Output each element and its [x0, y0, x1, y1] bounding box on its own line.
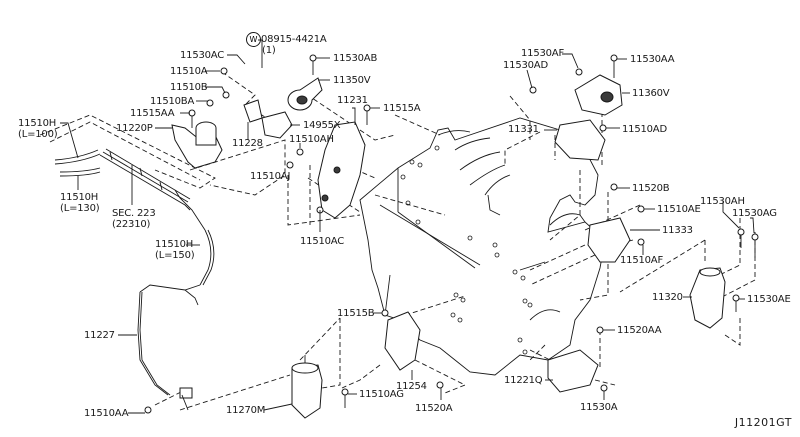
- label-11510A: 11510A: [170, 66, 208, 77]
- label-11520AA: 11520AA: [617, 325, 662, 336]
- label-11530AD: 11530AD: [503, 60, 548, 71]
- label-11520A: 11520A: [415, 403, 453, 414]
- part-11221Q: [547, 349, 599, 393]
- label-11320: 11320: [652, 292, 683, 303]
- label-11530AF: 11530AF: [521, 48, 565, 59]
- part-11320: [689, 267, 726, 329]
- label-11530AG: 11530AG: [732, 208, 777, 219]
- label-11221Q: 11221Q: [504, 375, 543, 386]
- label-11530AC: 11530AC: [180, 50, 225, 61]
- label-11510B: 11510B: [170, 82, 208, 93]
- label-11231: 11231: [337, 95, 368, 106]
- label-11530AA: 11530AA: [630, 54, 675, 65]
- label-11510H-130: 11510H: [60, 192, 99, 203]
- label-11510H-150-length: (L=150): [155, 250, 195, 261]
- label-11515A: 11515A: [383, 103, 421, 114]
- label-11510H-100: 11510H: [18, 118, 57, 129]
- label-11510H-150: 11510H: [155, 239, 194, 250]
- label-11360V: 11360V: [632, 88, 670, 99]
- part-11331: [554, 119, 606, 161]
- label-11510AC: 11510AC: [300, 236, 345, 247]
- label-11254: 11254: [396, 381, 427, 392]
- label-sec-223-ref: (22310): [112, 219, 151, 230]
- label-11510AJ: 11510AJ: [250, 171, 291, 182]
- label-11515AA: 11515AA: [130, 108, 175, 119]
- part-11231: [317, 121, 366, 219]
- drawing-code: J11201GT: [734, 416, 792, 429]
- label-08915-qty: (1): [262, 45, 276, 56]
- label-sec-223: SEC. 223: [112, 208, 156, 219]
- label-11333: 11333: [662, 225, 693, 236]
- label-11510H-130-length: (L=130): [60, 203, 100, 214]
- label-11520B: 11520B: [632, 183, 670, 194]
- part-11220P: [171, 124, 223, 169]
- label-11510H-100-length: (L=100): [18, 129, 58, 140]
- label-11515B: 11515B: [337, 308, 375, 319]
- label-11350V: 11350V: [333, 75, 371, 86]
- label-11510AF: 11510AF: [620, 255, 664, 266]
- part-14955X: [261, 111, 293, 139]
- part-11270M: [291, 364, 323, 419]
- label-11510AG: 11510AG: [359, 389, 404, 400]
- hoses-and-pipes: [54, 148, 215, 411]
- label-11530AB: 11530AB: [333, 53, 378, 64]
- label-11510AA: 11510AA: [84, 408, 129, 419]
- label-14955X: 14955X: [303, 120, 341, 131]
- label-11270M: 11270M: [226, 405, 266, 416]
- washer-symbol-icon: W: [246, 32, 261, 47]
- label-11510AD: 11510AD: [622, 124, 667, 135]
- part-11333: [587, 217, 631, 263]
- label-11510AH: 11510AH: [289, 134, 334, 145]
- label-11228: 11228: [232, 138, 263, 149]
- label-11331: 11331: [508, 124, 539, 135]
- part-11254: [384, 311, 421, 371]
- label-11220P: 11220P: [116, 123, 153, 134]
- label-11227: 11227: [84, 330, 115, 341]
- label-08915-4421A: 08915-4421A: [261, 34, 327, 45]
- label-11530AH: 11530AH: [700, 196, 745, 207]
- label-11510BA: 11510BA: [150, 96, 195, 107]
- parts: [144, 54, 759, 419]
- label-11530A: 11530A: [580, 402, 618, 413]
- label-11530AE: 11530AE: [747, 294, 791, 305]
- part-11360V: [574, 74, 623, 116]
- label-11510AE: 11510AE: [657, 204, 701, 215]
